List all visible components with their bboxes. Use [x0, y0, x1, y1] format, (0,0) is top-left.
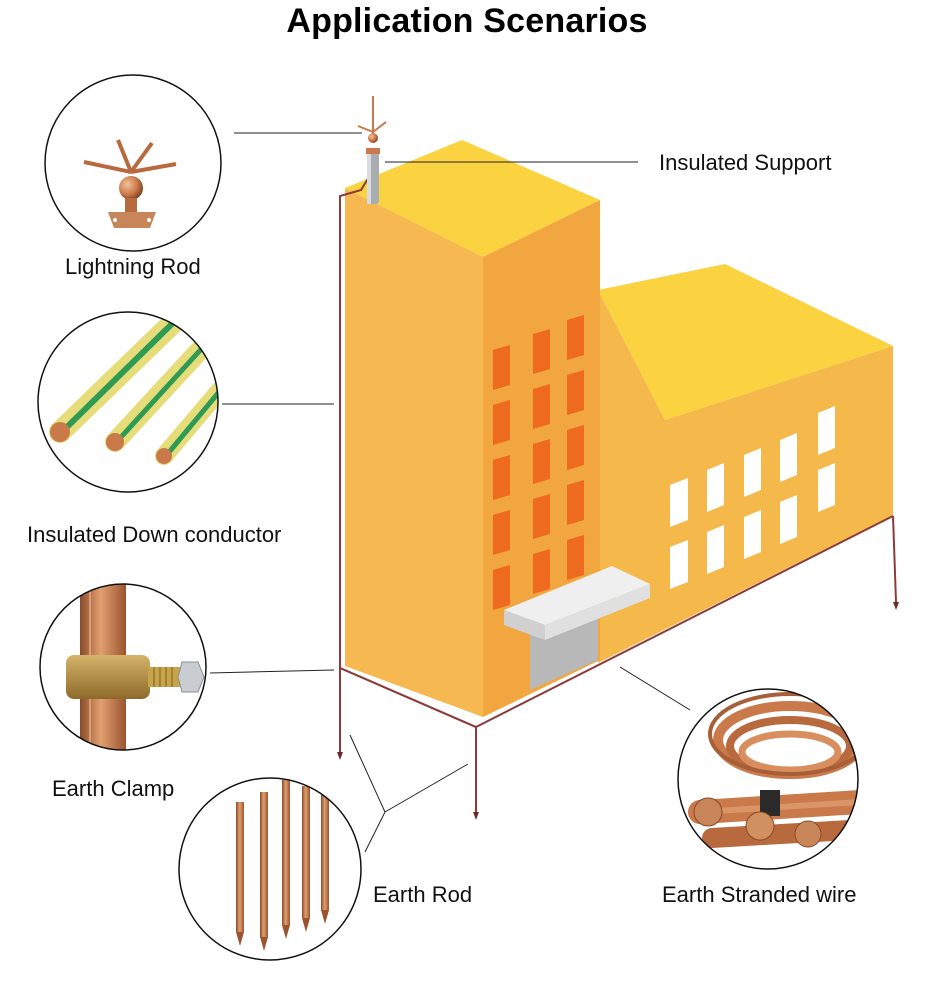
- insulated-cable-icon: [37, 311, 219, 493]
- tower-left-face: [345, 188, 483, 717]
- insulated-support-icon: [357, 96, 387, 204]
- rod-1: [236, 802, 244, 946]
- rod-3: [282, 780, 290, 939]
- earth-clamp-icon: [39, 583, 207, 751]
- tower-windows: [493, 315, 584, 610]
- label-earth-stranded-wire: Earth Stranded wire: [662, 882, 857, 907]
- connector-lines: [209, 132, 691, 853]
- grounding-network: [339, 171, 897, 812]
- tower-top: [345, 140, 600, 257]
- rod-2: [260, 792, 268, 951]
- rod-5: [321, 792, 329, 924]
- building: [345, 140, 893, 717]
- earth-rod-icon: [178, 777, 362, 961]
- label-insulated-down-conductor: Insulated Down conductor: [27, 522, 282, 547]
- label-lightning-rod: Lightning Rod: [65, 254, 201, 279]
- entrance: [504, 566, 650, 690]
- low-wing-windows: [670, 406, 835, 589]
- rod-4: [302, 786, 310, 932]
- label-earth-clamp: Earth Clamp: [52, 776, 175, 801]
- earth-rod-tips: [337, 602, 899, 820]
- label-earth-rod: Earth Rod: [373, 882, 473, 907]
- low-wing-top: [598, 264, 893, 420]
- label-insulated-support: Insulated Support: [659, 150, 832, 175]
- lightning-rod-icon: [44, 74, 222, 252]
- copper-coil-icon: [677, 688, 859, 870]
- page-title: Application Scenarios: [286, 2, 648, 40]
